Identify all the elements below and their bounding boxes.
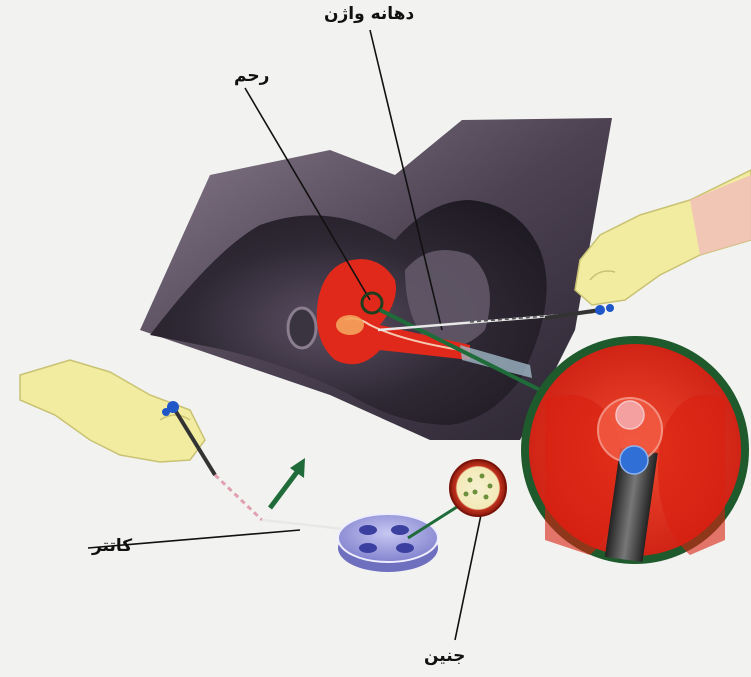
- catheter-label: کاتتر: [92, 536, 132, 556]
- arrow-up-icon: [270, 458, 305, 508]
- embryo-label: جنین: [424, 646, 465, 666]
- catheter-tube-left: [262, 520, 350, 530]
- petri-dish-icon: [338, 505, 460, 572]
- right-glove-hand-icon: [575, 170, 751, 305]
- zoom-embryo-pink: [616, 401, 644, 429]
- embryo-leader-line: [455, 510, 482, 640]
- zoom-magnifier-circle-icon: [525, 340, 745, 562]
- rectum-shape: [288, 308, 316, 348]
- cervix-label: دهانه واژن: [324, 4, 414, 24]
- embryo-magnified-circle: [450, 460, 506, 516]
- zoom-embryo-blue: [620, 446, 648, 474]
- ovary-shape: [336, 315, 364, 335]
- uterus-label: رحم: [234, 66, 269, 86]
